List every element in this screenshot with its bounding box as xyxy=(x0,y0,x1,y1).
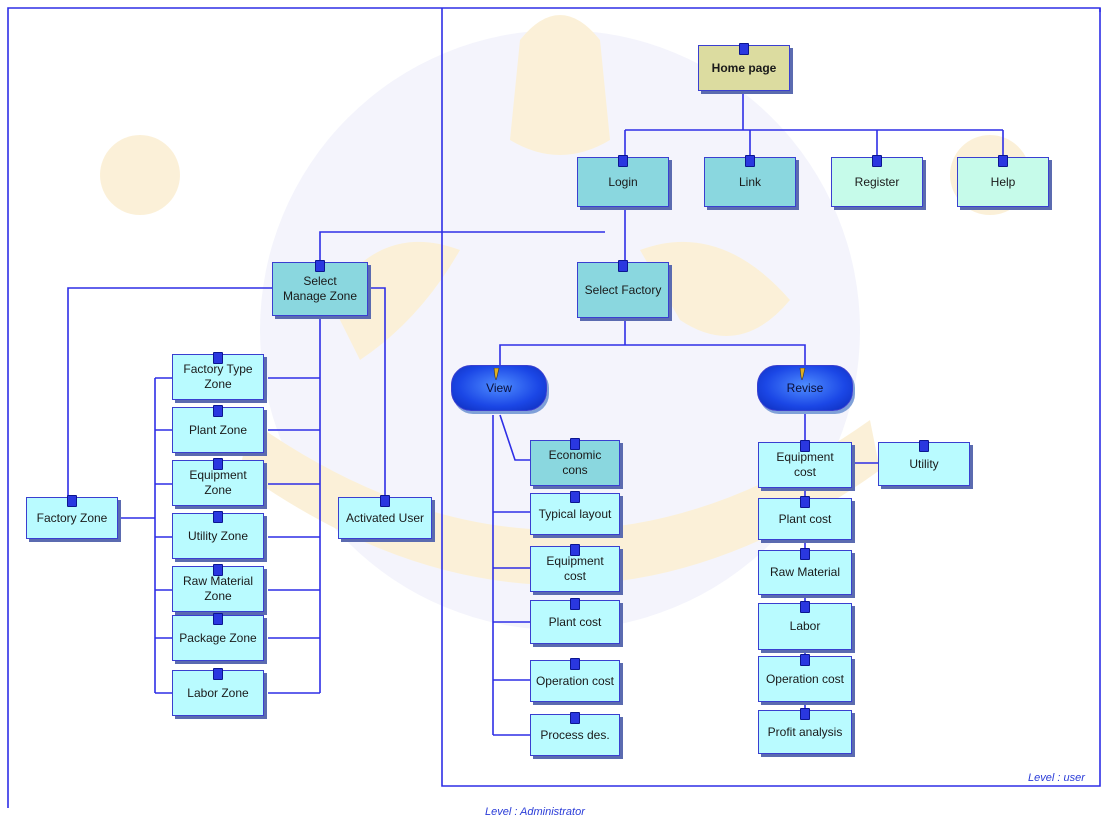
document-icon xyxy=(800,708,810,720)
document-icon xyxy=(213,668,223,680)
document-icon xyxy=(800,496,810,508)
revise-node[interactable]: Revise xyxy=(757,365,853,411)
document-icon xyxy=(800,601,810,613)
document-icon xyxy=(213,511,223,523)
document-icon xyxy=(570,712,580,724)
document-icon xyxy=(213,405,223,417)
document-icon xyxy=(618,155,628,167)
document-icon xyxy=(872,155,882,167)
document-icon xyxy=(213,564,223,576)
activated-user-node[interactable]: Activated User xyxy=(338,495,432,539)
view-operation-cost-node[interactable]: Operation cost xyxy=(530,658,620,702)
document-icon xyxy=(739,43,749,55)
document-icon xyxy=(800,654,810,666)
document-icon xyxy=(213,352,223,364)
factory-zone-node[interactable]: Factory Zone xyxy=(26,495,118,539)
raw-material-zone-node[interactable]: Raw Material Zone xyxy=(172,564,264,612)
revise-equipment-cost-node[interactable]: Equipment cost xyxy=(758,440,852,488)
document-icon xyxy=(998,155,1008,167)
document-icon xyxy=(315,260,325,272)
document-icon xyxy=(67,495,77,507)
select-manage-zone-node[interactable]: Select Manage Zone xyxy=(272,260,368,316)
view-node[interactable]: View xyxy=(451,365,547,411)
document-icon xyxy=(745,155,755,167)
pencil-icon xyxy=(799,368,806,380)
document-icon xyxy=(618,260,628,272)
revise-utility-node[interactable]: Utility xyxy=(878,440,970,486)
labor-zone-node[interactable]: Labor Zone xyxy=(172,668,264,716)
revise-raw-material-node[interactable]: Raw Material xyxy=(758,548,852,595)
document-icon xyxy=(570,491,580,503)
level-administrator-label: Level : Administrator xyxy=(485,806,585,818)
factory-type-zone-node[interactable]: Factory Type Zone xyxy=(172,352,264,400)
plant-zone-node[interactable]: Plant Zone xyxy=(172,405,264,453)
link-node[interactable]: Link xyxy=(704,155,796,207)
help-node[interactable]: Help xyxy=(957,155,1049,207)
revise-labor-node[interactable]: Labor xyxy=(758,601,852,650)
user-frame xyxy=(441,8,1101,787)
view-process-des-node[interactable]: Process des. xyxy=(530,712,620,756)
document-icon xyxy=(213,613,223,625)
document-icon xyxy=(570,658,580,670)
revise-plant-cost-node[interactable]: Plant cost xyxy=(758,496,852,540)
register-node[interactable]: Register xyxy=(831,155,923,207)
revise-operation-cost-node[interactable]: Operation cost xyxy=(758,654,852,702)
revise-profit-analysis-node[interactable]: Profit analysis xyxy=(758,708,852,754)
document-icon xyxy=(380,495,390,507)
document-icon xyxy=(570,438,580,450)
document-icon xyxy=(570,598,580,610)
view-typical-layout-node[interactable]: Typical layout xyxy=(530,491,620,535)
login-node[interactable]: Login xyxy=(577,155,669,207)
equipment-zone-node[interactable]: Equipment Zone xyxy=(172,458,264,506)
pencil-icon xyxy=(493,368,500,380)
view-equipment-cost-node[interactable]: Equipment cost xyxy=(530,544,620,592)
home-page-node[interactable]: Home page xyxy=(698,43,790,91)
level-user-label: Level : user xyxy=(1028,772,1085,784)
view-plant-cost-node[interactable]: Plant cost xyxy=(530,598,620,644)
select-factory-node[interactable]: Select Factory xyxy=(577,260,669,318)
utility-zone-node[interactable]: Utility Zone xyxy=(172,511,264,559)
package-zone-node[interactable]: Package Zone xyxy=(172,613,264,661)
document-icon xyxy=(919,440,929,452)
document-icon xyxy=(800,440,810,452)
document-icon xyxy=(570,544,580,556)
document-icon xyxy=(800,548,810,560)
view-economic-cons-node[interactable]: Economic cons xyxy=(530,438,620,486)
document-icon xyxy=(213,458,223,470)
